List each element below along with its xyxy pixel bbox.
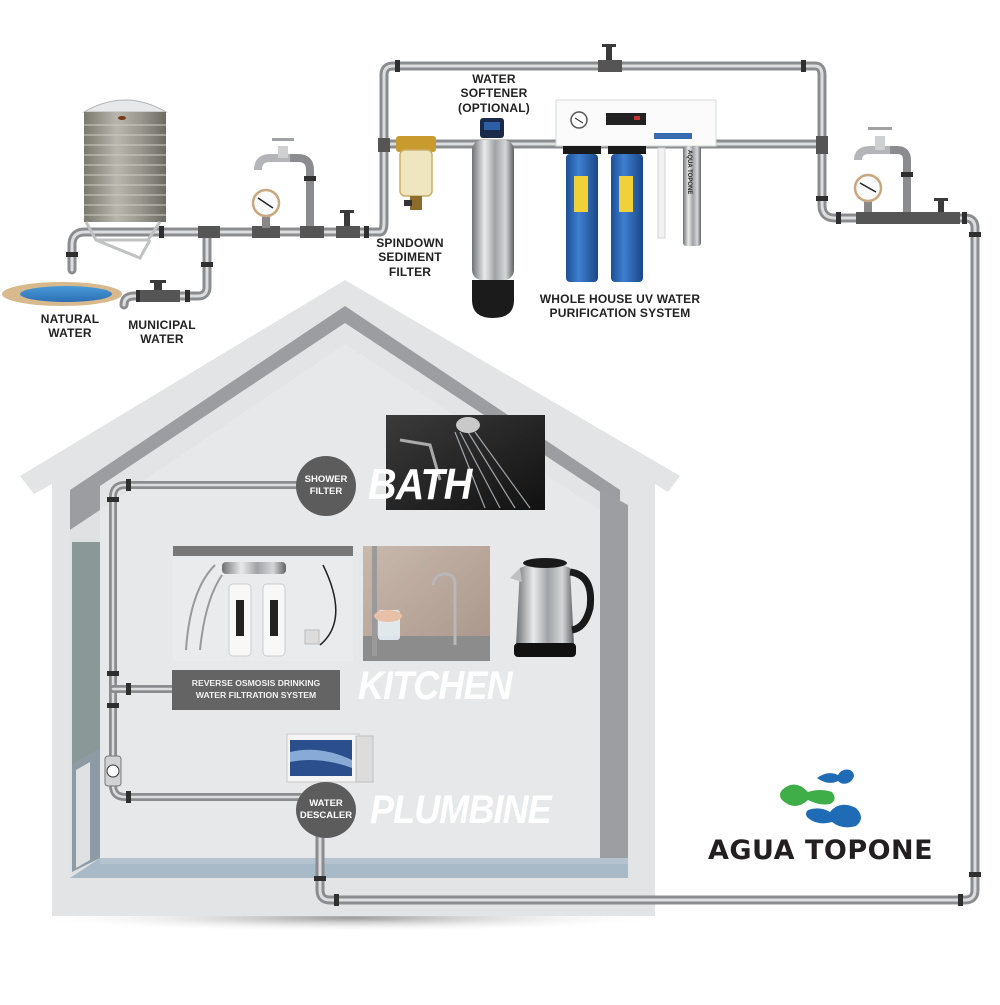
flange bbox=[126, 791, 131, 803]
flange bbox=[395, 60, 400, 72]
flange bbox=[334, 894, 339, 906]
flange bbox=[159, 226, 164, 238]
label-line: REVERSE OSMOSIS DRINKING bbox=[191, 678, 321, 689]
pressure-gauge-icon bbox=[853, 173, 883, 212]
house-left-panel bbox=[72, 542, 100, 764]
tee-fitting bbox=[378, 138, 390, 152]
water-softener-label: WATER SOFTENER (OPTIONAL) bbox=[452, 72, 536, 115]
label-line: WATER FILTRATION SYSTEM bbox=[195, 690, 317, 700]
label-line: NATURAL bbox=[40, 312, 100, 326]
house-door-frame bbox=[76, 762, 90, 868]
flange bbox=[126, 479, 131, 491]
ro-system-photo bbox=[173, 546, 353, 661]
label-line: WATER bbox=[140, 332, 184, 347]
uv-system-label: WHOLE HOUSE UV WATER PURIFICATION SYSTEM bbox=[530, 292, 710, 321]
label-line: MUNICIPAL bbox=[128, 318, 196, 332]
flange bbox=[136, 290, 141, 302]
tee-fitting bbox=[816, 136, 828, 154]
flange bbox=[801, 60, 806, 72]
label-line: FILTER bbox=[309, 486, 343, 497]
valve-icon bbox=[140, 280, 180, 302]
house-right-wall bbox=[600, 490, 628, 878]
pressure-gauge-icon bbox=[251, 188, 281, 228]
label-line: SPINDOWN bbox=[376, 236, 444, 250]
valve-icon bbox=[340, 210, 354, 226]
shower-photo bbox=[386, 415, 545, 510]
valve-icon bbox=[934, 198, 948, 212]
pond-icon bbox=[2, 282, 122, 306]
flange bbox=[969, 232, 981, 237]
flange bbox=[201, 262, 213, 267]
faucet-riser-1 bbox=[284, 154, 314, 236]
flange bbox=[962, 212, 967, 224]
label-line: SOFTENER bbox=[460, 86, 528, 101]
flange bbox=[901, 172, 913, 177]
flange bbox=[185, 290, 190, 302]
kettle-icon bbox=[510, 558, 595, 657]
valve-icon bbox=[602, 44, 616, 60]
flange bbox=[107, 671, 119, 676]
flange bbox=[364, 226, 369, 238]
floor-edge bbox=[100, 858, 628, 864]
label-line: WHOLE HOUSE UV WATER bbox=[539, 292, 701, 306]
sediment-filter-label: SPINDOWN SEDIMENT FILTER bbox=[370, 236, 450, 279]
shower-filter-badge: SHOWER FILTER bbox=[296, 456, 356, 516]
label-line: (OPTIONAL) bbox=[458, 100, 530, 115]
softener-tank-icon bbox=[472, 118, 514, 318]
label-line: SEDIMENT bbox=[378, 250, 442, 265]
indoor-distribution-highlight bbox=[111, 483, 302, 799]
municipal-line-highlight bbox=[122, 230, 209, 307]
descaler-unit-icon bbox=[286, 733, 374, 783]
water-descaler-badge: WATER DESCALER bbox=[296, 782, 356, 838]
uv-purifier-icon: AQUA TOPONE bbox=[555, 99, 717, 282]
tee-fitting bbox=[336, 226, 360, 238]
faucet-riser-2 bbox=[884, 146, 911, 222]
uv-brand-mark: AQUA TOPONE bbox=[686, 150, 692, 194]
flange bbox=[304, 176, 316, 181]
natural-water-label: NATURAL WATER bbox=[30, 312, 110, 341]
kitchen-faucet-photo bbox=[363, 546, 490, 661]
tee-fitting bbox=[198, 226, 220, 238]
label-line: WATER bbox=[472, 72, 516, 86]
water-tank-icon bbox=[82, 99, 168, 260]
flange bbox=[816, 196, 828, 201]
label-line: SHOWER bbox=[304, 474, 348, 486]
faucet-icon bbox=[254, 138, 294, 171]
brand-name: AGUA TOPONE bbox=[708, 835, 934, 866]
label-line: WATER bbox=[309, 798, 343, 810]
label-line: PURIFICATION SYSTEM bbox=[549, 306, 691, 321]
flange bbox=[107, 703, 119, 708]
pipe-flanges bbox=[66, 60, 981, 906]
label-line: WATER bbox=[48, 326, 92, 341]
tee-fitting bbox=[252, 226, 280, 238]
faucet-icon bbox=[854, 127, 892, 161]
water-meter-icon bbox=[104, 755, 122, 787]
label-line: FILTER bbox=[388, 264, 432, 279]
ro-system-label-box: REVERSE OSMOSIS DRINKING WATER FILTRATIO… bbox=[172, 670, 340, 710]
flange bbox=[126, 683, 131, 695]
fitting-run bbox=[856, 212, 960, 224]
flange bbox=[107, 497, 119, 502]
flange bbox=[969, 872, 981, 877]
room-label-bath: BATH bbox=[368, 460, 472, 509]
flange bbox=[958, 894, 963, 906]
label-line: DESCALER bbox=[299, 810, 353, 821]
flange bbox=[836, 212, 841, 224]
flange bbox=[314, 876, 326, 881]
tee-fitting bbox=[300, 226, 324, 238]
municipal-water-label: MUNICIPAL WATER bbox=[117, 318, 207, 347]
sediment-filter-icon bbox=[396, 136, 436, 210]
brand-logo-icon bbox=[780, 769, 861, 828]
flange bbox=[66, 252, 78, 257]
room-label-kitchen: KITCHEN bbox=[358, 664, 513, 708]
room-label-plumbing: PLUMBINE bbox=[370, 788, 552, 832]
tee-fitting bbox=[598, 60, 622, 72]
